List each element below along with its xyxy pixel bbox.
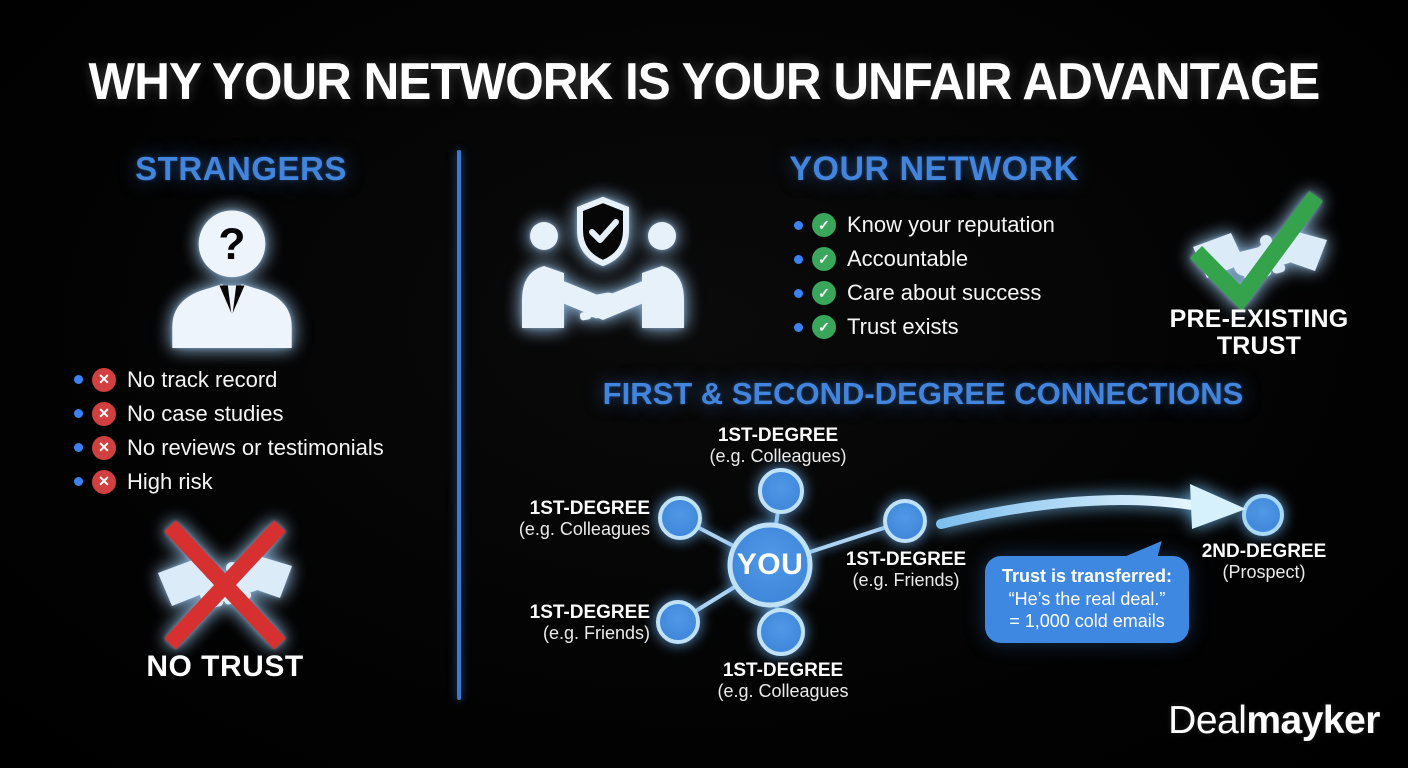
node-bottom-left bbox=[656, 600, 700, 644]
list-item: ✕ High risk bbox=[70, 469, 384, 494]
check-glyph: ✓ bbox=[818, 216, 830, 233]
your-network-bullet-list: ✓ Know your reputation ✓ Accountable ✓ C… bbox=[790, 212, 1055, 348]
pre-existing-trust-line2: TRUST bbox=[1216, 332, 1302, 360]
check-glyph: ✓ bbox=[818, 284, 830, 301]
bullet-dot bbox=[794, 220, 803, 230]
list-item-label: High risk bbox=[127, 468, 213, 494]
brand-bold-part: mayker bbox=[1246, 699, 1380, 742]
network-diagram bbox=[656, 468, 1284, 656]
list-item: ✓ Know your reputation bbox=[790, 212, 1055, 238]
node-right bbox=[883, 499, 927, 543]
pre-existing-trust-handshake-icon bbox=[1183, 185, 1335, 312]
list-item: ✓ Care about success bbox=[790, 280, 1055, 306]
list-item: ✕ No reviews or testimonials bbox=[70, 435, 384, 460]
check-circle-icon: ✓ bbox=[812, 281, 836, 305]
strangers-heading: STRANGERS bbox=[135, 150, 347, 187]
node-top bbox=[758, 468, 804, 514]
list-item-label: Care about success bbox=[847, 280, 1042, 305]
list-item-label: No reviews or testimonials bbox=[127, 434, 384, 460]
node-left bbox=[658, 496, 702, 540]
x-glyph: ✕ bbox=[98, 439, 110, 455]
list-item: ✕ No track record bbox=[70, 367, 384, 392]
check-circle-icon: ✓ bbox=[812, 247, 836, 271]
brand-regular-part: Deal bbox=[1168, 699, 1247, 742]
node-label-left: 1ST-DEGREE (e.g. Colleagues bbox=[518, 498, 650, 540]
connections-heading: FIRST & SECOND-DEGREE CONNECTIONS bbox=[602, 376, 1244, 411]
bullet-dot bbox=[74, 409, 83, 418]
check-glyph: ✓ bbox=[818, 250, 830, 267]
network-nodes bbox=[656, 468, 1284, 656]
x-circle-icon: ✕ bbox=[92, 435, 116, 460]
x-circle-icon: ✕ bbox=[92, 401, 116, 426]
bullet-dot bbox=[74, 443, 83, 452]
trust-transfer-bubble: Trust is transferred: “He’s the real dea… bbox=[985, 541, 1189, 643]
second-degree-node bbox=[1242, 494, 1284, 536]
list-item: ✕ No case studies bbox=[70, 401, 384, 426]
bullet-dot bbox=[74, 375, 83, 384]
list-item: ✓ Accountable bbox=[790, 246, 1055, 272]
node-bottom bbox=[757, 608, 805, 656]
list-item-label: No track record bbox=[127, 366, 278, 392]
no-trust-handshake-icon bbox=[152, 518, 298, 652]
check-circle-icon: ✓ bbox=[812, 315, 836, 339]
check-circle-icon: ✓ bbox=[812, 213, 836, 237]
your-network-heading: YOUR NETWORK bbox=[789, 150, 1079, 188]
list-item-label: Trust exists bbox=[847, 314, 959, 339]
brand-logo: Dealmayker bbox=[1168, 699, 1380, 743]
node-label-top: 1ST-DEGREE (e.g. Colleagues) bbox=[709, 425, 847, 467]
x-circle-icon: ✕ bbox=[92, 367, 116, 392]
bullet-dot bbox=[74, 477, 83, 486]
bubble-line3: = 1,000 cold emails bbox=[1009, 611, 1165, 631]
bullet-dot bbox=[794, 254, 803, 264]
bubble-line1: Trust is transferred: bbox=[1001, 566, 1173, 586]
node-label-right: 1ST-DEGREE (e.g. Friends) bbox=[845, 549, 967, 591]
x-glyph: ✕ bbox=[98, 371, 110, 387]
node-label-bottom-left: 1ST-DEGREE (e.g. Friends) bbox=[529, 602, 650, 644]
no-trust-label: NO TRUST bbox=[146, 650, 304, 683]
list-item-label: Accountable bbox=[847, 246, 969, 271]
list-item-label: No case studies bbox=[127, 400, 284, 426]
trust-transfer-arrow bbox=[936, 484, 1246, 529]
bullet-dot bbox=[794, 322, 803, 332]
pre-existing-trust-line1: PRE-EXISTING bbox=[1169, 305, 1349, 333]
section-divider bbox=[457, 150, 461, 700]
shield-check-icon bbox=[577, 196, 629, 267]
x-glyph: ✕ bbox=[98, 473, 110, 489]
you-node-label: YOU bbox=[736, 548, 804, 581]
bullet-dot bbox=[794, 288, 803, 298]
bubble-line2: “He’s the real deal.” bbox=[1008, 588, 1166, 609]
list-item-label: Know your reputation bbox=[847, 212, 1055, 237]
check-glyph: ✓ bbox=[818, 318, 830, 335]
node-label-bottom: 1ST-DEGREE (e.g. Colleagues bbox=[717, 660, 849, 702]
list-item: ✓ Trust exists bbox=[790, 314, 1055, 340]
pre-existing-trust-label: PRE-EXISTING TRUST bbox=[1159, 306, 1359, 360]
strangers-bullet-list: ✕ No track record ✕ No case studies ✕ No… bbox=[70, 367, 384, 503]
node-label-second-degree: 2ND-DEGREE (Prospect) bbox=[1201, 541, 1327, 583]
stranger-person-icon: ? bbox=[162, 198, 302, 348]
red-x-overlay bbox=[164, 520, 286, 650]
page-title: WHY YOUR NETWORK IS YOUR UNFAIR ADVANTAG… bbox=[88, 53, 1321, 111]
question-mark-glyph: ? bbox=[218, 220, 245, 269]
handshake-shield-icon bbox=[518, 196, 688, 346]
x-glyph: ✕ bbox=[98, 405, 110, 421]
x-circle-icon: ✕ bbox=[92, 469, 116, 494]
you-node bbox=[727, 522, 813, 608]
green-check-overlay bbox=[1189, 190, 1323, 312]
